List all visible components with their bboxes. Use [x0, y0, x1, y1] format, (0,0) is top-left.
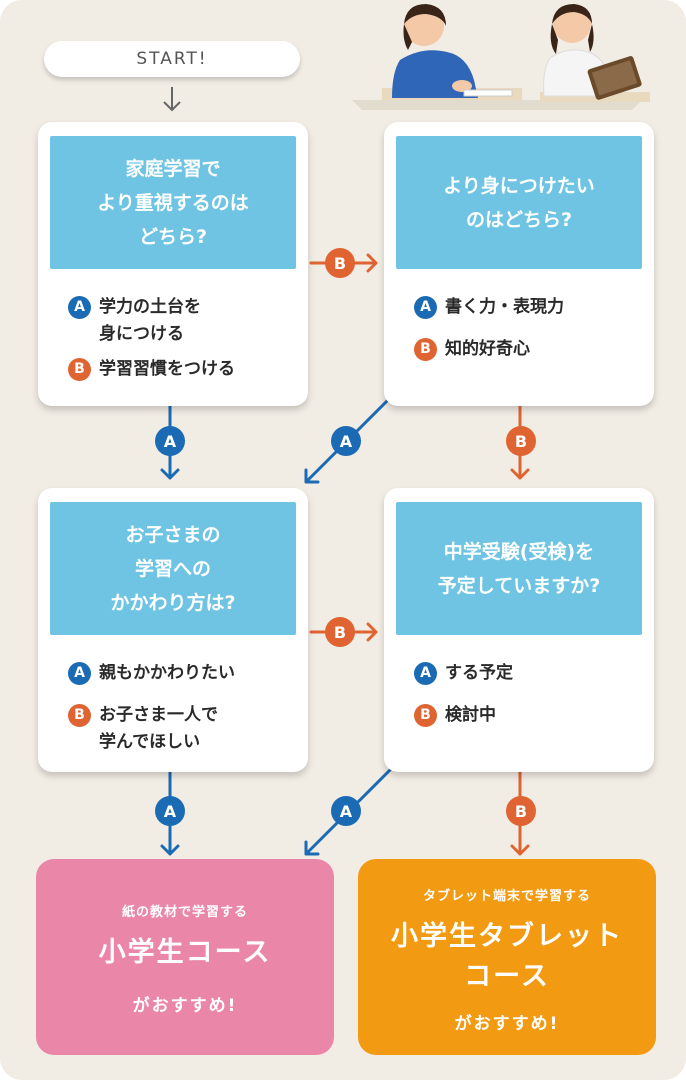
result-tablet-course: タブレット端末で学習する 小学生タブレット コース がおすすめ!: [358, 859, 656, 1055]
arrow-badge-b: B: [506, 426, 536, 456]
option-b-badge: B: [68, 358, 91, 381]
arrow-badge-b: B: [325, 248, 355, 278]
option-a-badge: A: [68, 296, 91, 319]
question-card-3: お子さまの 学習への かかわり方は? A 親もかかわりたい B お子さま一人で …: [38, 488, 308, 772]
result-recommend: がおすすめ!: [132, 996, 238, 1016]
start-label: START!: [44, 41, 300, 77]
option-a-text: 書く力・表現力: [445, 297, 564, 317]
option-a: A 学力の土台を 身につける: [68, 294, 201, 348]
result-subtitle: タブレット端末で学習する: [422, 889, 591, 904]
question-card-1: 家庭学習で より重視するのは どちら? A 学力の土台を 身につける B 学習習…: [38, 122, 308, 406]
option-b-badge: B: [414, 704, 437, 727]
option-b-text: 学習習慣をつける: [99, 359, 235, 379]
start-arrow: [163, 87, 181, 112]
option-b-text: 検討中: [445, 705, 496, 725]
option-b-badge: B: [68, 704, 91, 727]
arrow-badge-a: A: [331, 426, 361, 456]
result-paper-course: 紙の教材で学習する 小学生コース がおすすめ!: [36, 859, 334, 1055]
result-course-name: 小学生コース: [98, 937, 272, 968]
option-a: A する予定: [414, 660, 513, 687]
option-b: B 検討中: [414, 702, 496, 729]
option-b: B お子さま一人で 学んでほしい: [68, 702, 218, 756]
option-a-text: 親もかかわりたい: [99, 663, 235, 683]
option-a-badge: A: [414, 296, 437, 319]
option-b-text: お子さま一人で 学んでほしい: [99, 705, 218, 752]
arrow-badge-b: B: [506, 796, 536, 826]
question-card-4: 中学受験(受検)を 予定していますか? A する予定 B 検討中: [384, 488, 654, 772]
question-box: より身につけたい のはどちら?: [396, 136, 642, 269]
question-text: 中学受験(受検)を 予定していますか?: [437, 540, 601, 597]
result-recommend: がおすすめ!: [454, 1014, 560, 1034]
question-box: お子さまの 学習への かかわり方は?: [50, 502, 296, 635]
option-a-badge: A: [68, 662, 91, 685]
result-subtitle: 紙の教材で学習する: [121, 905, 248, 920]
option-a-text: する予定: [445, 663, 513, 683]
question-card-2: より身につけたい のはどちら? A 書く力・表現力 B 知的好奇心: [384, 122, 654, 406]
option-b: B 学習習慣をつける: [68, 356, 235, 383]
question-text: お子さまの 学習への かかわり方は?: [110, 523, 236, 614]
result-course-name: 小学生タブレット コース: [391, 921, 623, 992]
option-a: A 書く力・表現力: [414, 294, 564, 321]
arrow-badge-a: A: [155, 796, 185, 826]
arrow-badge-a: A: [155, 426, 185, 456]
option-b-badge: B: [414, 338, 437, 361]
arrow-badge-a: A: [331, 796, 361, 826]
question-box: 中学受験(受検)を 予定していますか?: [396, 502, 642, 635]
question-text: より身につけたい のはどちら?: [443, 174, 595, 231]
question-text: 家庭学習で より重視するのは どちら?: [97, 157, 249, 248]
arrow-badge-b: B: [325, 617, 355, 647]
option-a: A 親もかかわりたい: [68, 660, 235, 687]
option-b: B 知的好奇心: [414, 336, 530, 363]
option-a-badge: A: [414, 662, 437, 685]
option-a-text: 学力の土台を 身につける: [99, 297, 201, 344]
option-b-text: 知的好奇心: [445, 339, 530, 359]
children-studying-illustration: [352, 4, 650, 110]
question-box: 家庭学習で より重視するのは どちら?: [50, 136, 296, 269]
